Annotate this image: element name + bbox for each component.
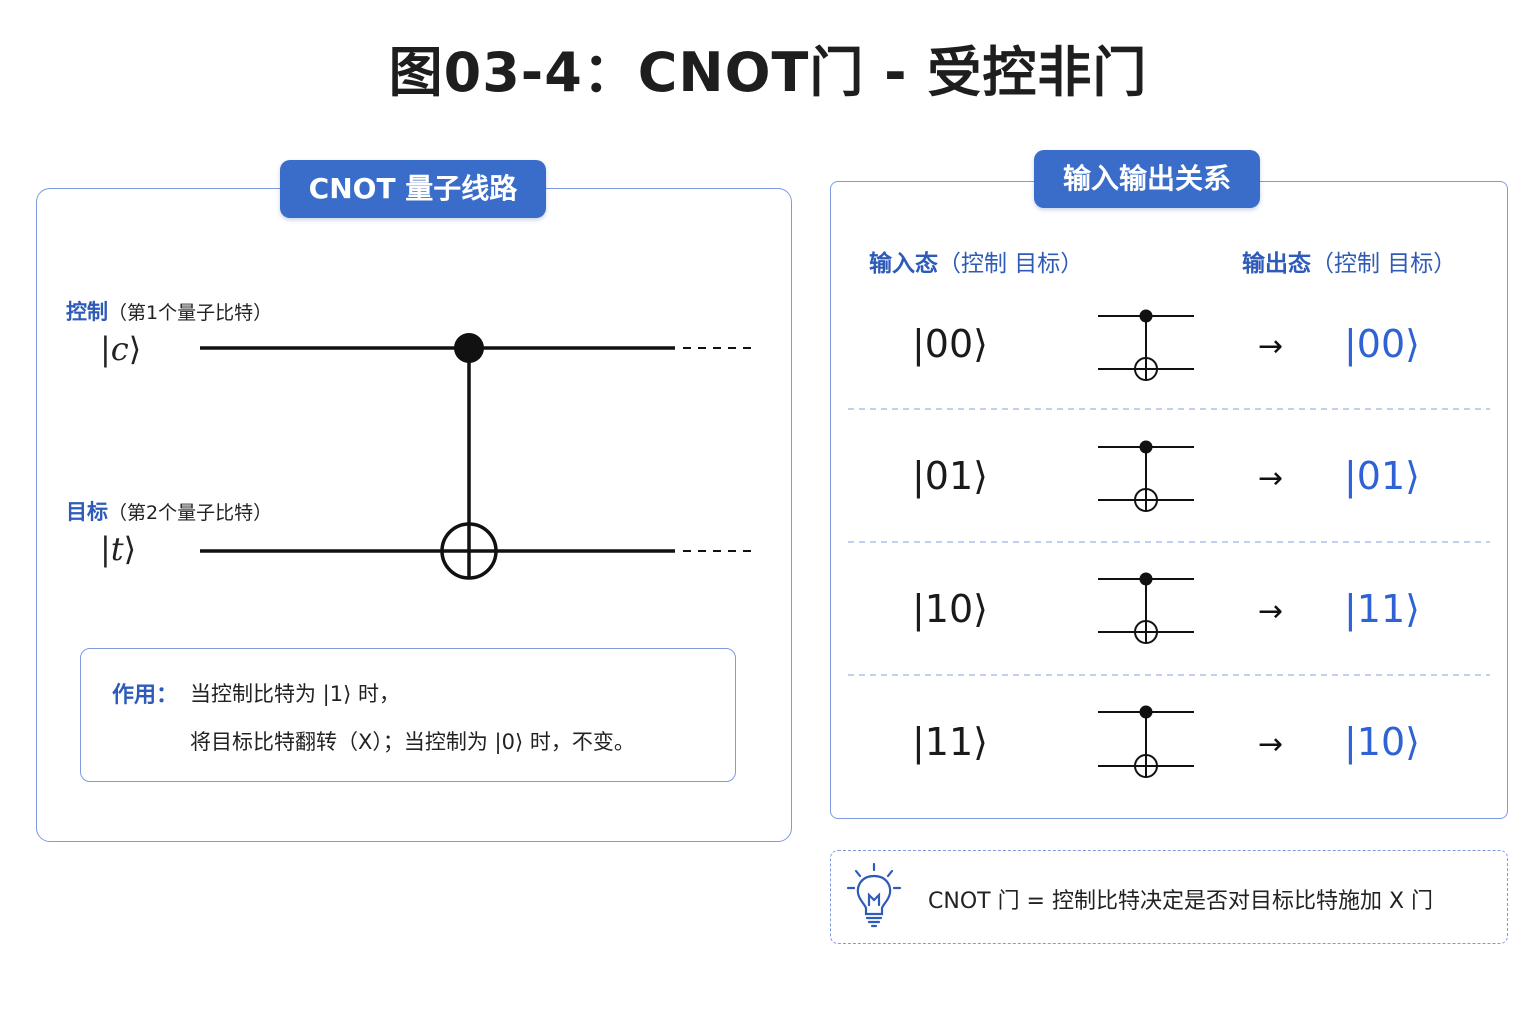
control-dot (454, 333, 484, 363)
mini-cnot-row-1 (1098, 309, 1194, 381)
output-state-row-1: |00⟩ (1344, 322, 1420, 366)
circuit-panel-header: CNOT 量子线路 (280, 160, 546, 218)
input-state-01: |01⟩ (912, 454, 988, 498)
effect-line-2: 将目标比特翻转（X）；当控制为 |0⟩ 时，不变。 (190, 730, 635, 754)
page-title: 图03-4：CNOT门 - 受控非门 (388, 41, 1148, 104)
target-ket-symbol: t (110, 530, 124, 568)
effect-label: 作用： (112, 683, 179, 708)
target-ket: |t⟩ (100, 530, 137, 568)
input-head-text: 输入态 (869, 251, 938, 277)
output-head-text: 输出态 (1242, 251, 1311, 277)
io-panel-header: 输入输出关系 (1034, 150, 1260, 208)
target-xor-symbol (440, 522, 498, 580)
input-state-10: |10⟩ (912, 587, 988, 631)
output-state-row-2: |01⟩ (1344, 454, 1420, 498)
mini-cnot-row-4 (1098, 705, 1194, 778)
target-qubit-label: 目标（第2个量子比特） (66, 496, 272, 526)
mini-cnot-row-3 (1098, 572, 1194, 644)
arrow-row-1: → (1258, 329, 1284, 364)
control-label-text: 控制 (66, 300, 108, 324)
control-label-sub: （第1个量子比特） (108, 302, 273, 324)
control-ket: |c⟩ (100, 330, 142, 368)
input-state-00: |00⟩ (912, 322, 988, 366)
effect-box (80, 648, 736, 782)
effect-line-1: 当控制比特为 |1⟩ 时， (190, 682, 400, 706)
output-column-header: 输出态（控制 目标） (1242, 244, 1456, 278)
tip-text: CNOT 门 = 控制比特决定是否对目标比特施加 X 门 (928, 889, 1434, 914)
control-qubit-label: 控制（第1个量子比特） (66, 296, 272, 326)
input-column-header: 输入态（控制 目标） (869, 244, 1083, 278)
arrow-row-3: → (1258, 594, 1284, 629)
control-ket-symbol: c (110, 330, 129, 368)
output-state-row-4: |10⟩ (1344, 720, 1420, 764)
tip-box (830, 850, 1508, 944)
target-label-sub: （第2个量子比特） (108, 502, 273, 524)
target-label-text: 目标 (66, 500, 108, 524)
input-state-11: |11⟩ (912, 720, 988, 764)
output-state-row-3: |11⟩ (1344, 587, 1420, 631)
arrow-row-2: → (1258, 461, 1284, 496)
output-head-paren: （控制 目标） (1311, 251, 1457, 277)
arrow-row-4: → (1258, 727, 1284, 762)
input-head-paren: （控制 目标） (938, 251, 1084, 277)
mini-cnot-row-2 (1098, 440, 1194, 512)
